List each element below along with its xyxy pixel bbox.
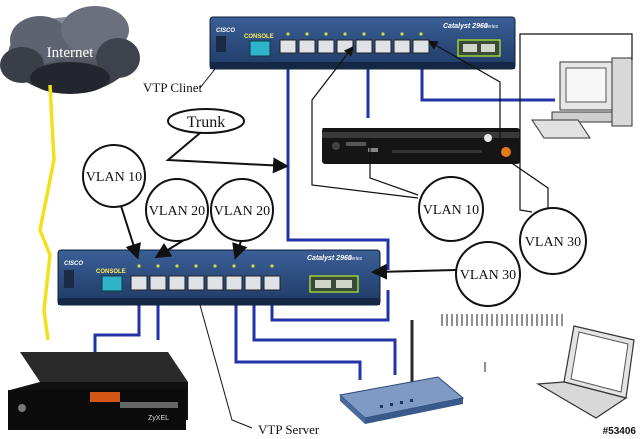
callout-vlan10-right: VLAN 10: [418, 176, 484, 242]
internet-cloud: Internet: [0, 6, 140, 94]
vtp-client-label: VTP Clinet: [143, 80, 202, 95]
switch-bottom: CISCO CONSOLE Catalyst 2960 Series: [57, 249, 381, 306]
vlan10-right-leader: [311, 46, 419, 199]
switch-bottom-brand: CISCO: [64, 261, 83, 267]
lightning-bolt-icon: [38, 84, 56, 341]
trunk-cable: [286, 52, 390, 270]
callout-vlan20-b: VLAN 20: [210, 178, 274, 242]
switch-top: CISCO CONSOLE Catalyst 2960 Series: [209, 16, 516, 70]
router-cable-2: [252, 290, 397, 375]
switch-bottom-series: Series: [348, 256, 363, 262]
switch-top-console-port: [249, 40, 271, 57]
switch-bottom-console-port: [101, 275, 123, 292]
callout-trunk: Trunk: [167, 108, 245, 134]
callout-vlan30-lower: VLAN 30: [455, 241, 521, 307]
modem-cable-1: [93, 290, 141, 355]
trunk-arrow: [165, 127, 289, 174]
switch-bottom-console-label: CONSOLE: [96, 269, 126, 275]
router-cable-1: [234, 290, 362, 380]
switch-top-brand: CISCO: [216, 28, 235, 34]
watermark: #53406: [603, 426, 637, 437]
barcode-marks: [441, 314, 563, 372]
switch-bottom-model: Catalyst 2960: [307, 255, 352, 262]
set-top-box: [322, 128, 520, 164]
switch-bottom-leds: [137, 264, 274, 268]
vlan30-lower-label: VLAN 30: [460, 268, 516, 283]
laptop-icon: [536, 325, 635, 419]
adsl-modem: ZyXEL: [8, 352, 188, 430]
desktop-pc-icon: [531, 57, 633, 139]
switch-top-leds: [286, 32, 423, 36]
callout-vlan10-left: VLAN 10: [82, 144, 146, 208]
vlan10-left-label: VLAN 10: [86, 170, 142, 185]
switch-top-console-label: CONSOLE: [244, 34, 274, 40]
callout-vlan20-a: VLAN 20: [145, 178, 209, 242]
wireless-router: [338, 320, 465, 424]
vtp-server-label: VTP Server: [258, 422, 320, 437]
trunk-label: Trunk: [187, 114, 226, 131]
switch-bottom-ports: [130, 275, 281, 291]
vlan30-lower-arrow: [371, 263, 457, 280]
modem-brand: ZyXEL: [148, 415, 169, 422]
vlan10-right-label: VLAN 10: [423, 203, 479, 218]
internet-label: Internet: [47, 45, 94, 61]
vlan10-left-arrow: [120, 205, 141, 260]
callout-thin-lines: [311, 33, 633, 213]
vlan20-b-label: VLAN 20: [214, 204, 270, 219]
vlan20-a-label: VLAN 20: [149, 204, 205, 219]
cloud-icon: [0, 6, 140, 94]
switch-top-series: Series: [484, 24, 499, 30]
callout-vlan30-upper: VLAN 30: [519, 207, 587, 275]
vlan20-a-arrow: [154, 239, 185, 259]
vlan30-upper-leader: [427, 40, 549, 208]
vlan30-upper-label: VLAN 30: [525, 235, 581, 250]
switch-top-model: Catalyst 2960: [443, 23, 488, 30]
